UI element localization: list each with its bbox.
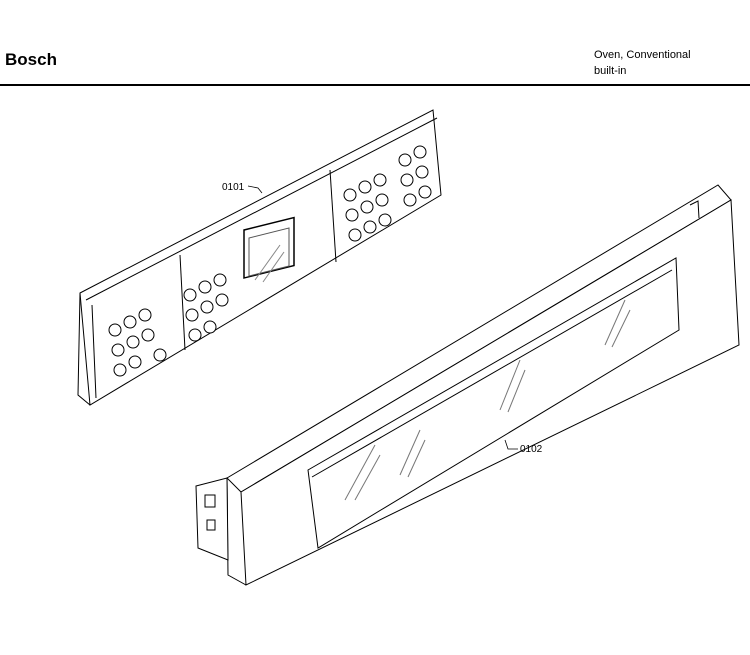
control-buttons — [108, 145, 432, 377]
brand-title: Bosch — [5, 50, 57, 69]
leader-line-0101 — [247, 185, 263, 194]
glass-reflection-lines — [344, 299, 631, 501]
mounting-bracket — [195, 477, 229, 561]
header-divider — [0, 84, 750, 86]
display-window — [243, 216, 295, 279]
leader-line-0102 — [504, 439, 518, 450]
description-line-2: built-in — [594, 65, 627, 77]
description-line-1: Oven, Conventional — [594, 49, 691, 61]
front-panel-glass — [195, 184, 740, 586]
callout-0102: 0102 — [520, 444, 543, 455]
product-description: Oven, Conventional built-in — [594, 47, 691, 79]
callout-0101: 0101 — [222, 182, 245, 193]
control-panel-board — [77, 109, 442, 406]
